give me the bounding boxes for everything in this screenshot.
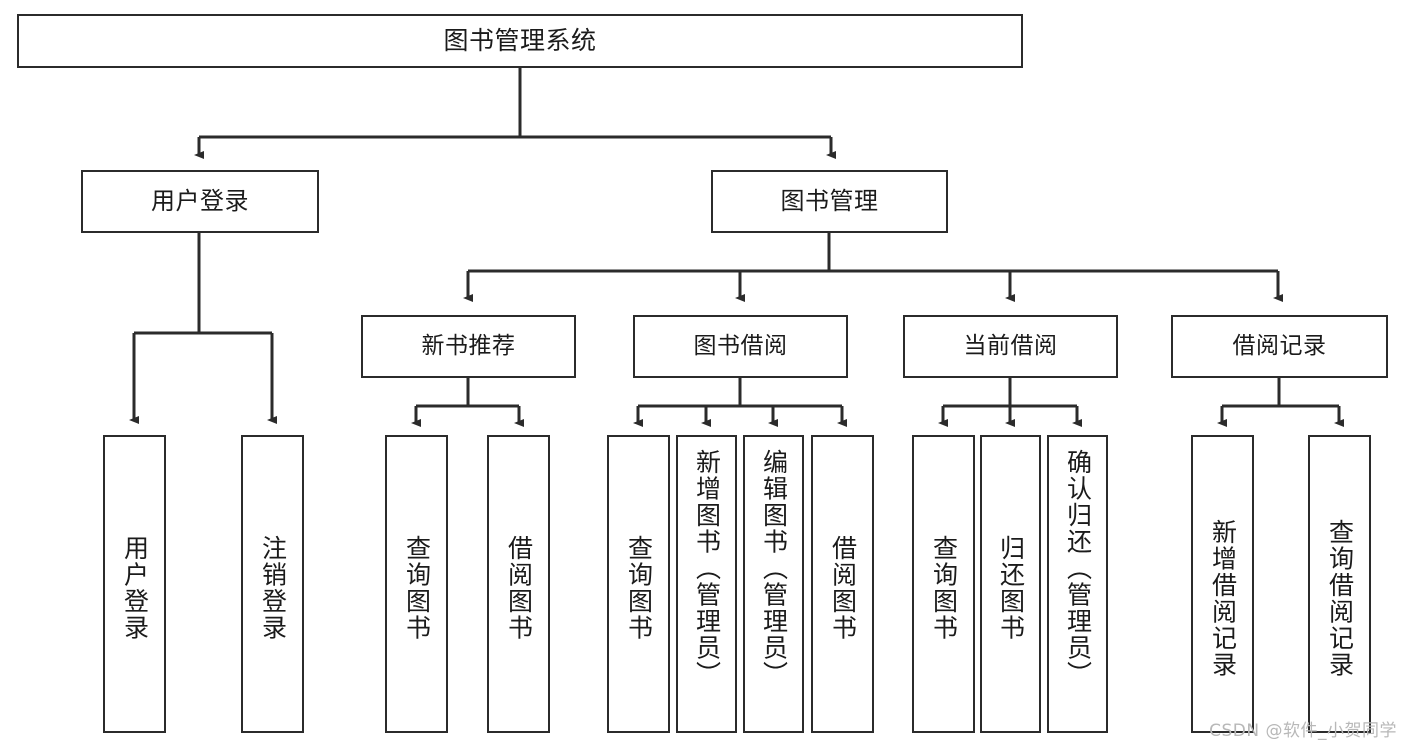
leaf-query-book-1-label: 查询图书 (402, 535, 432, 641)
leaf-add-book[interactable]: 新增图书（管理员） (676, 435, 737, 733)
leaf-return-book[interactable]: 归还图书 (980, 435, 1041, 733)
leaf-add-record[interactable]: 新增借阅记录 (1191, 435, 1254, 733)
leaf-return-book-label: 归还图书 (996, 535, 1026, 641)
node-root[interactable]: 图书管理系统 (17, 14, 1023, 68)
leaf-confirm-return[interactable]: 确认归还（管理员） (1047, 435, 1108, 733)
watermark: CSDN @软件_小贺同学 (1209, 721, 1397, 741)
leaf-add-book-label: 新增图书（管理员） (692, 449, 722, 688)
leaf-user-logout-label: 注销登录 (258, 535, 288, 641)
leaf-borrow-book-2-label: 借阅图书 (828, 535, 858, 641)
leaf-edit-book[interactable]: 编辑图书（管理员） (743, 435, 804, 733)
node-user-login-label: 用户登录 (151, 187, 249, 216)
node-new-book-rec[interactable]: 新书推荐 (361, 315, 576, 378)
leaf-confirm-return-label: 确认归还（管理员） (1063, 449, 1093, 688)
node-book-borrow[interactable]: 图书借阅 (633, 315, 848, 378)
leaf-query-book-2[interactable]: 查询图书 (607, 435, 670, 733)
leaf-query-book-1[interactable]: 查询图书 (385, 435, 448, 733)
node-new-book-rec-label: 新书推荐 (421, 332, 516, 359)
leaf-edit-book-label: 编辑图书（管理员） (759, 449, 789, 688)
leaf-borrow-book-2[interactable]: 借阅图书 (811, 435, 874, 733)
node-book-manage[interactable]: 图书管理 (711, 170, 948, 233)
leaf-user-logout[interactable]: 注销登录 (241, 435, 304, 733)
leaf-query-book-3-label: 查询图书 (929, 535, 959, 641)
leaf-query-book-3[interactable]: 查询图书 (912, 435, 975, 733)
node-borrow-record-label: 借阅记录 (1232, 332, 1327, 359)
node-root-label: 图书管理系统 (443, 26, 597, 56)
node-book-manage-label: 图书管理 (780, 187, 879, 216)
leaf-query-record-label: 查询借阅记录 (1325, 519, 1355, 678)
leaf-query-book-2-label: 查询图书 (624, 535, 654, 641)
leaf-user-login[interactable]: 用户登录 (103, 435, 166, 733)
leaf-user-login-label: 用户登录 (120, 535, 150, 641)
node-current-borrow-label: 当前借阅 (963, 332, 1058, 359)
node-current-borrow[interactable]: 当前借阅 (903, 315, 1118, 378)
leaf-borrow-book-1[interactable]: 借阅图书 (487, 435, 550, 733)
leaf-borrow-book-1-label: 借阅图书 (504, 535, 534, 641)
leaf-query-record[interactable]: 查询借阅记录 (1308, 435, 1371, 733)
node-borrow-record[interactable]: 借阅记录 (1171, 315, 1388, 378)
node-book-borrow-label: 图书借阅 (693, 332, 788, 359)
node-user-login[interactable]: 用户登录 (81, 170, 319, 233)
leaf-add-record-label: 新增借阅记录 (1208, 519, 1238, 678)
